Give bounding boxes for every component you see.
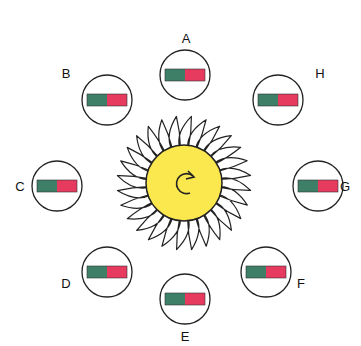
rotation-arrowhead [186, 171, 194, 179]
magnet-circle: D [81, 246, 133, 298]
magnet-south [87, 94, 107, 106]
magnet-circle: G [292, 160, 344, 212]
circle-outline [31, 160, 83, 212]
magnet-south [37, 180, 57, 192]
circle-outline [159, 49, 211, 101]
sun-rays [117, 116, 250, 249]
magnet-outline [246, 266, 286, 278]
circle-letter: C [15, 180, 24, 193]
circle-letter: A [182, 32, 191, 45]
circle-border [160, 50, 210, 100]
circle-border [241, 247, 291, 297]
magnet-north [57, 180, 77, 192]
circle-outline [81, 74, 133, 126]
magnet-south [87, 266, 107, 278]
magnet-outline [87, 94, 127, 106]
sun-core [146, 145, 222, 221]
magnet-circle: B [81, 74, 133, 126]
magnet-outline [258, 94, 298, 106]
circle-outline [252, 74, 304, 126]
circle-letter: F [297, 277, 305, 290]
rotation-arrow [177, 174, 193, 194]
magnet-outline [298, 180, 338, 192]
magnet-north [185, 69, 205, 81]
circle-letter: E [181, 330, 190, 343]
magnet-south [246, 266, 266, 278]
magnet-north [278, 94, 298, 106]
circle-border [253, 75, 303, 125]
magnet-circle: H [252, 74, 304, 126]
circle-letter: G [340, 180, 350, 193]
magnet-south [165, 69, 185, 81]
magnet-circle: E [159, 273, 211, 325]
circle-outline [292, 160, 344, 212]
magnet-circle: A [159, 49, 211, 101]
circle-outline [240, 246, 292, 298]
circle-letter: D [61, 277, 70, 290]
magnet-north [266, 266, 286, 278]
circle-outline [81, 246, 133, 298]
magnet-north [318, 180, 338, 192]
magnet-outline [165, 293, 205, 305]
magnet-north [107, 266, 127, 278]
magnet-north [107, 94, 127, 106]
magnet-circle: C [31, 160, 83, 212]
magnet-north [185, 293, 205, 305]
circle-border [82, 247, 132, 297]
circle-border [160, 274, 210, 324]
magnet-circle: F [240, 246, 292, 298]
magnet-south [258, 94, 278, 106]
circle-letter: B [62, 67, 71, 80]
magnet-outline [165, 69, 205, 81]
magnet-outline [87, 266, 127, 278]
circle-border [82, 75, 132, 125]
ray-outline [117, 116, 250, 249]
circle-letter: H [315, 67, 324, 80]
circle-border [32, 161, 82, 211]
magnet-south [298, 180, 318, 192]
circle-outline [159, 273, 211, 325]
magnet-south [165, 293, 185, 305]
circle-border [293, 161, 343, 211]
magnet-outline [37, 180, 77, 192]
